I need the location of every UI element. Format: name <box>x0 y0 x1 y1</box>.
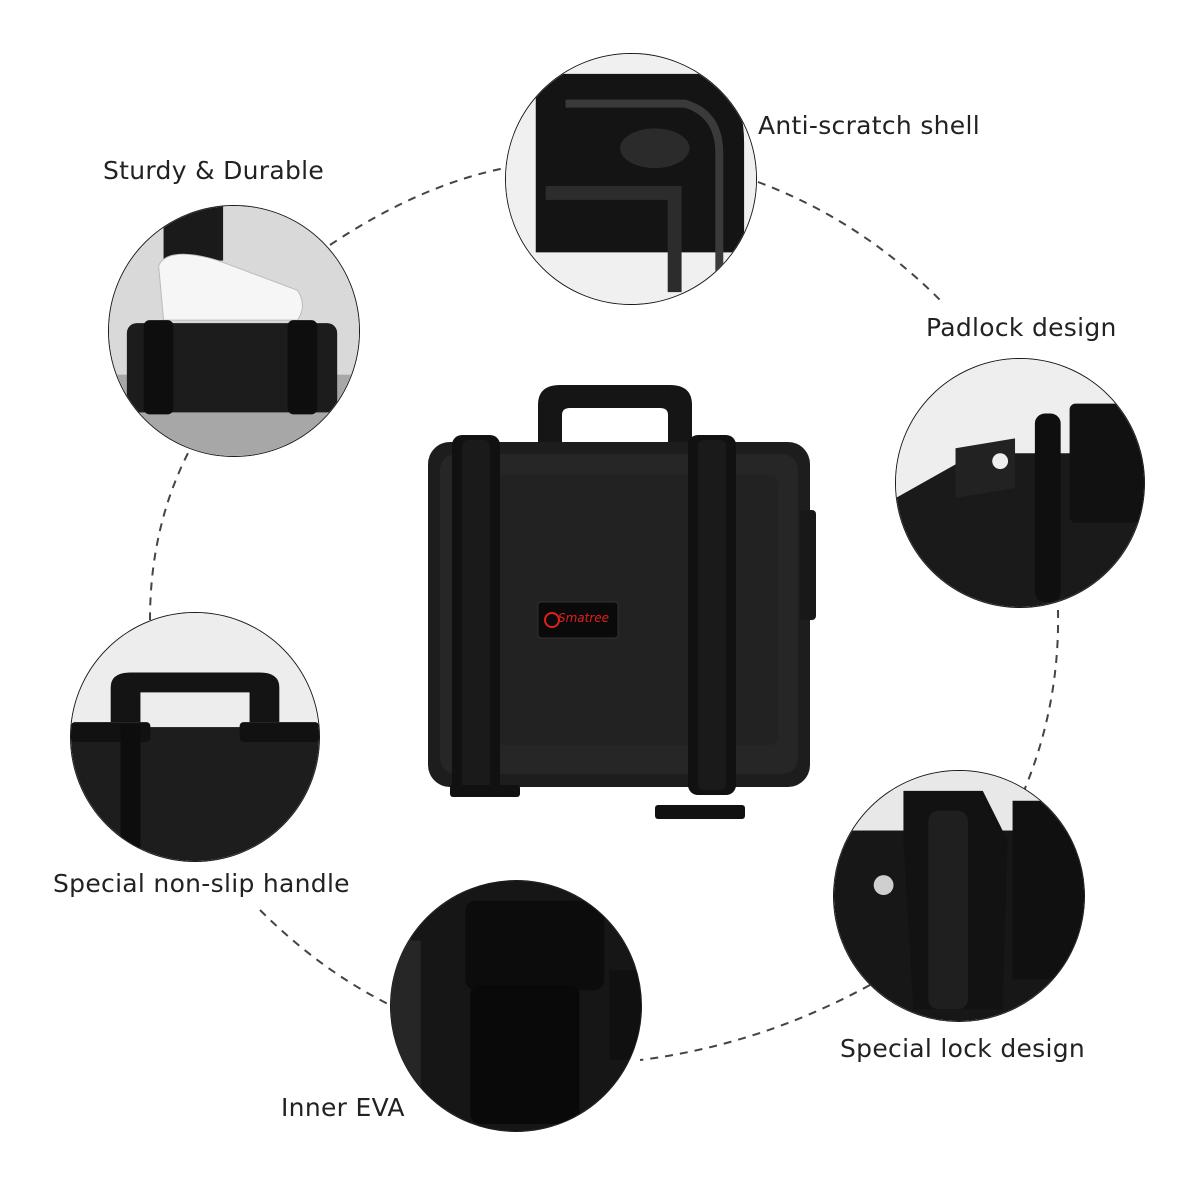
feature-label-antiscratch: Anti-scratch shell <box>758 111 980 140</box>
feature-label-padlock: Padlock design <box>926 313 1117 342</box>
feature-label-eva: Inner EVA <box>281 1093 405 1122</box>
hard-case-product <box>428 385 816 819</box>
antiscratch-detail-image <box>505 53 757 305</box>
padlock-detail-image <box>895 358 1145 608</box>
lock-detail-image <box>833 770 1085 1022</box>
eva-detail-image <box>390 880 642 1132</box>
brand-logo-text: Smatree <box>558 611 610 625</box>
feature-label-sturdy: Sturdy & Durable <box>103 156 325 185</box>
feature-label-handle: Special non-slip handle <box>53 869 350 898</box>
sturdy-detail-image <box>108 205 360 457</box>
handle-detail-image <box>70 612 320 862</box>
feature-label-lock: Special lock design <box>840 1034 1086 1063</box>
